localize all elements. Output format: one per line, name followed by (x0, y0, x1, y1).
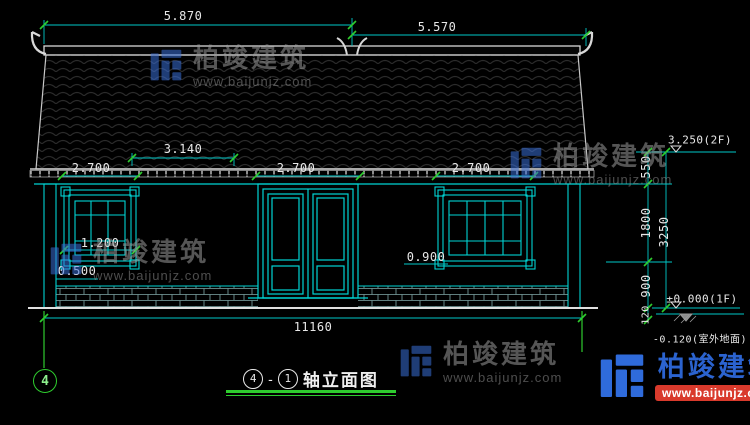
watermark-url: www.baijunjz.com (443, 369, 563, 385)
dim-sill-right: 0.900 (406, 250, 446, 264)
axis-lines (43, 311, 583, 368)
plinth-left (56, 286, 258, 308)
dim-seg-900: 900 (639, 274, 653, 298)
dim-opening-left: 2.700 (71, 161, 111, 175)
baijun-logo-icon (400, 346, 432, 377)
level-ground-label: -0.120(室外地面) (652, 334, 748, 346)
right-window (434, 186, 536, 270)
title-text: 轴立面图 (302, 371, 379, 390)
dim-opening-right: 2.700 (451, 161, 491, 175)
axis-bubble-4: 4 (33, 369, 57, 393)
watermark-url: www.baijunjz.com (93, 267, 213, 283)
left-window (60, 186, 140, 270)
watermark: 柏竣建筑 www.baijunjz.com (398, 340, 562, 385)
title-separator: - (268, 370, 273, 387)
dim-seg-1800: 1800 (639, 207, 653, 239)
title-axis-start: 4 (243, 368, 264, 389)
watermark-url: www.baijunjz.com (193, 73, 313, 89)
title-underline-thick (226, 390, 396, 393)
baijun-logo-icon (50, 244, 82, 275)
dim-seg-3250: 3250 (657, 216, 671, 248)
plinth-right (358, 286, 568, 308)
brand-block: 柏竣建筑 www.baijunjz.com (597, 352, 750, 402)
dim-mid-width: 3.140 (163, 142, 203, 156)
level-2f-label: 3.250(2F) (667, 133, 733, 147)
level-1f-label: ±0.000(1F) (666, 292, 738, 306)
watermark-brand: 柏竣建筑 (553, 141, 670, 171)
drawing-title: 4 - 1 轴立面图 (226, 366, 396, 391)
watermark-url: www.baijunjz.com (553, 171, 673, 187)
level-symbols (669, 145, 697, 324)
dim-total-width: 11160 (293, 320, 333, 334)
entry-door (248, 183, 368, 299)
brand-name: 柏竣建筑 (657, 351, 750, 382)
watermark: 柏竣建筑 www.baijunjz.com (48, 238, 212, 283)
watermark-brand: 柏竣建筑 (93, 237, 210, 267)
watermark-brand: 柏竣建筑 (443, 339, 560, 369)
watermark-brand: 柏竣建筑 (193, 43, 310, 73)
dim-seg-120: 120 (640, 305, 652, 325)
dim-window-width: 1.200 (80, 236, 120, 250)
dim-roof-left: 5.870 (163, 9, 203, 23)
baijun-logo-icon (510, 148, 542, 179)
baijun-logo-icon (600, 354, 644, 397)
watermark: 柏竣建筑 www.baijunjz.com (148, 44, 312, 89)
watermark: 柏竣建筑 www.baijunjz.com (508, 142, 672, 187)
dim-roof-right: 5.570 (417, 20, 457, 34)
title-underline-thin (226, 395, 396, 396)
title-axis-end: 1 (277, 368, 298, 389)
baijun-logo-icon (150, 50, 182, 81)
dim-opening-center: 2.700 (276, 161, 316, 175)
brand-url: www.baijunjz.com (655, 384, 750, 401)
